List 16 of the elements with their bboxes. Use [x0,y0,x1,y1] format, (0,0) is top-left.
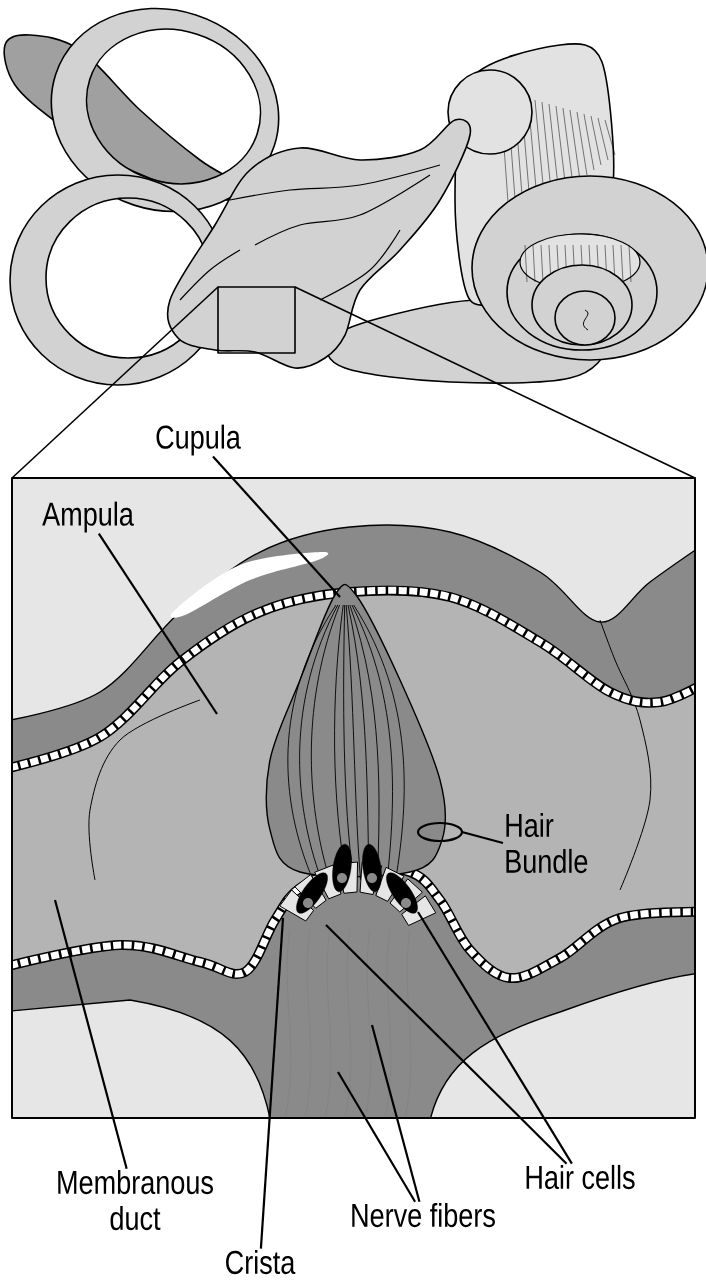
leader-line [53,899,128,1169]
label-text: Nerve fibers [352,1202,495,1228]
label-text: Hair Bundle [506,812,588,874]
leader-line [370,1024,421,1202]
label-text: Crista [226,1249,296,1275]
label-text: Cupula [156,424,241,456]
leader-line [97,533,218,715]
label-text: Ampula [42,501,134,533]
leader-line [212,455,341,598]
label-text: Membranous duct [58,1169,213,1231]
leader-line [325,924,568,1165]
leader-line [259,917,285,1249]
leader-line [337,1071,417,1203]
label-text: Hair cells [526,1164,635,1190]
leader-line [416,821,505,845]
leader-line [417,911,573,1165]
